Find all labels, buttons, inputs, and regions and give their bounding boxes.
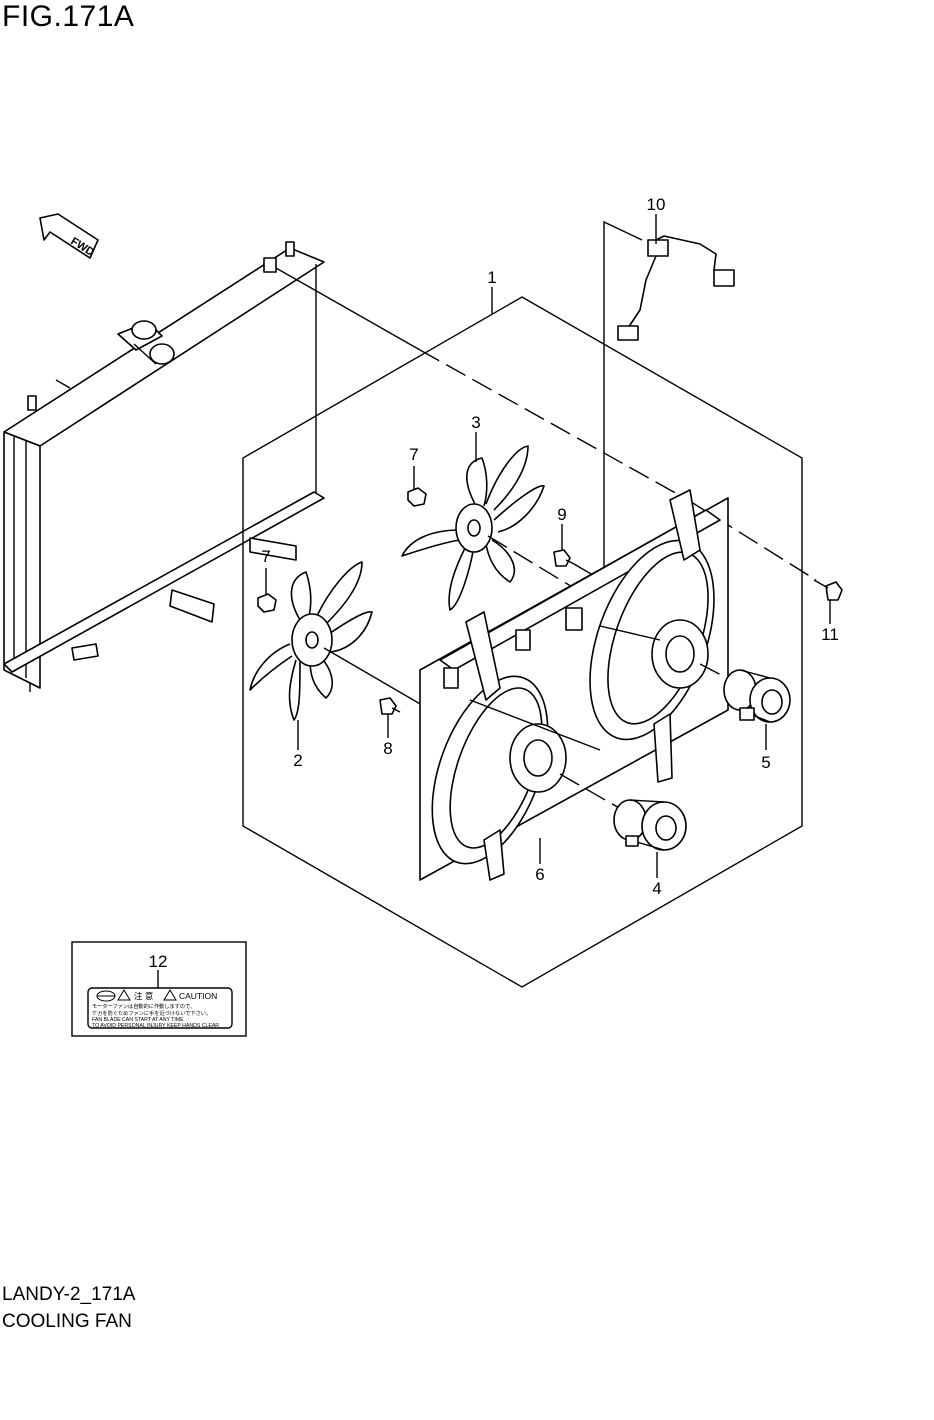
nut-lower xyxy=(257,593,277,613)
callout-6: 6 xyxy=(535,865,544,884)
figure-code: LANDY-2_171A xyxy=(2,1284,136,1305)
caution-line-1: モーターファンは自動的に作動しますので、 xyxy=(92,1002,195,1010)
callout-3: 3 xyxy=(471,413,480,432)
callout-5: 5 xyxy=(761,753,770,772)
callout-9: 9 xyxy=(557,505,566,524)
bolt-11 xyxy=(813,579,843,601)
callout-7-upper: 7 xyxy=(409,445,418,464)
figure-name: COOLING FAN xyxy=(2,1311,132,1332)
fan-shroud xyxy=(419,489,729,881)
assembly-boundary xyxy=(242,296,803,988)
caution-label-box: 注 意 CAUTION モーターファンは自動的に作動しますので、 ケガを防ぐため… xyxy=(71,941,247,1037)
callout-2: 2 xyxy=(293,751,302,770)
fan-blade-upper xyxy=(401,445,545,611)
wire-harness xyxy=(617,235,735,341)
fan-motor-upper xyxy=(723,669,791,723)
screw-9 xyxy=(553,549,575,567)
callout-4: 4 xyxy=(652,879,661,898)
callout-7-lower: 7 xyxy=(261,547,270,566)
caution-heading-jp: 注 意 xyxy=(134,991,153,1001)
callout-12: 12 xyxy=(149,952,168,971)
caution-line-3: FAN BLADE CAN START AT ANY TIME xyxy=(92,1017,184,1023)
screw-8 xyxy=(379,697,401,715)
fwd-arrow-icon: FWD xyxy=(39,213,99,259)
caution-brand-logo xyxy=(96,990,116,1002)
callout-10: 10 xyxy=(647,195,666,214)
radiator xyxy=(3,241,325,692)
fan-motor-lower xyxy=(613,799,687,851)
fan-blade-lower xyxy=(249,561,373,721)
caution-line-4: TO AVOID PERSONAL INJURY KEEP HANDS CLEA… xyxy=(92,1023,219,1029)
callout-1: 1 xyxy=(487,268,496,287)
caution-heading-en: CAUTION xyxy=(179,991,217,1001)
callout-8: 8 xyxy=(383,739,392,758)
figure-title: FIG.171A xyxy=(2,0,135,33)
warning-triangle-icon xyxy=(117,989,177,1001)
caution-line-2: ケガを防ぐためファンに手を近づけないで下さい。 xyxy=(92,1009,211,1017)
nut-upper xyxy=(407,487,427,507)
callout-11: 11 xyxy=(821,625,839,644)
